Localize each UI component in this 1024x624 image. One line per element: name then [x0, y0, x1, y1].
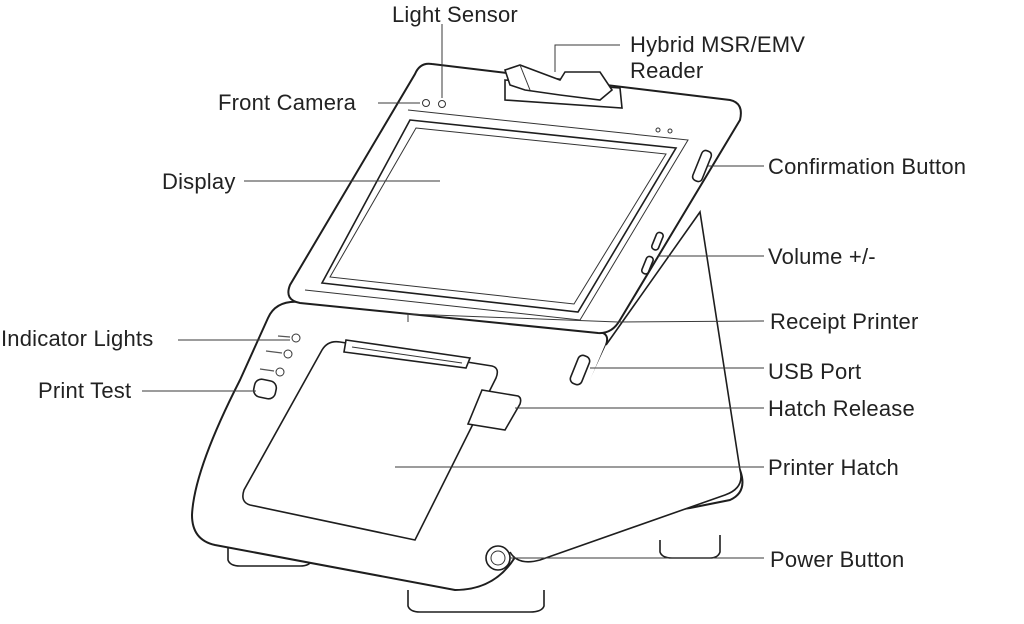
label-light-sensor: Light Sensor	[392, 2, 518, 27]
leader-lines	[142, 24, 765, 559]
display-glass	[320, 119, 678, 313]
label-msr-reader-line2: Reader	[630, 58, 704, 83]
front-camera-dot	[422, 99, 430, 107]
foot-front	[407, 590, 545, 613]
usb-port-shape	[569, 354, 591, 386]
label-indicator-lights: Indicator Lights	[1, 326, 154, 351]
label-display: Display	[162, 169, 236, 194]
label-usb-port: USB Port	[768, 359, 862, 384]
reader-slot	[503, 64, 614, 101]
display-area	[329, 127, 667, 305]
status-dot-1	[655, 127, 661, 133]
light-sensor-dot	[438, 100, 446, 108]
volume-down-shape	[640, 255, 654, 275]
screen-panel-inner-edge	[304, 109, 689, 321]
label-volume: Volume +/-	[768, 244, 876, 269]
label-receipt-printer: Receipt Printer	[770, 309, 919, 334]
confirmation-button-shape	[691, 149, 713, 183]
power-button-shape	[485, 545, 511, 571]
indicator-light-2	[283, 349, 293, 359]
hatch-release-shape	[466, 389, 522, 431]
label-print-test: Print Test	[38, 378, 132, 403]
indicator-light-3	[275, 367, 285, 377]
volume-up-shape	[650, 231, 664, 251]
paper-slot	[343, 339, 472, 369]
base-side	[509, 209, 742, 563]
indicator-light-1	[291, 333, 301, 343]
label-printer-hatch: Printer Hatch	[768, 455, 899, 480]
label-confirmation-button: Confirmation Button	[768, 154, 967, 179]
status-dot-2	[667, 128, 673, 134]
print-test-button-shape	[252, 378, 278, 400]
label-hatch-release: Hatch Release	[768, 396, 915, 421]
label-power-button: Power Button	[770, 547, 905, 572]
printer-hatch	[242, 340, 499, 541]
label-front-camera: Front Camera	[218, 90, 357, 115]
label-msr-reader-line1: Hybrid MSR/EMV	[630, 32, 806, 57]
foot-right	[659, 535, 721, 559]
